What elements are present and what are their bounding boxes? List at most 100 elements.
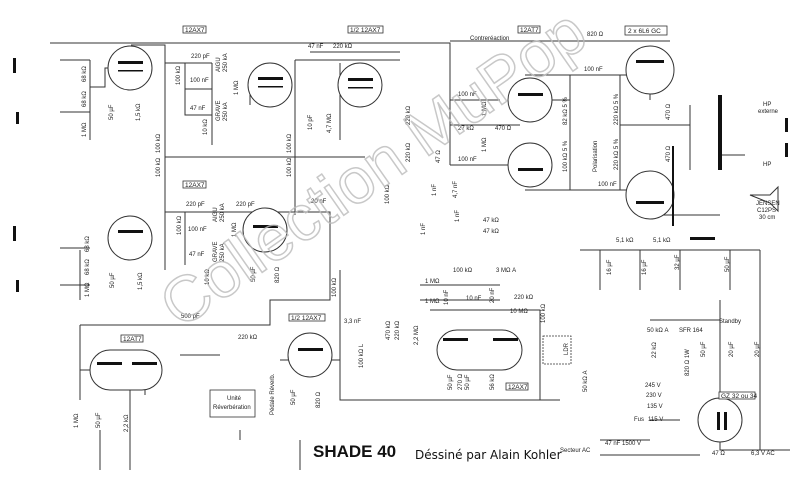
label: 30 cm (759, 215, 775, 221)
label: 1 MΩ (482, 101, 488, 116)
tube-v4a (507, 77, 553, 123)
label: 220 kΩ (406, 105, 412, 125)
label: 10 nF (444, 289, 450, 305)
tube-12ax7-tremolo (436, 329, 523, 371)
label: 1 nF (455, 210, 461, 222)
label: 4,7 MΩ (327, 113, 333, 133)
label: 1 MΩ (74, 413, 80, 428)
label: 50 kΩ A (583, 371, 589, 393)
label: 56 kΩ (490, 374, 496, 390)
label: HP (763, 102, 771, 108)
schematic-author: Déssiné par Alain Kohler (415, 448, 562, 462)
tube-label: 1/2 12AX7 (291, 315, 322, 322)
label: 1,5 kΩ (138, 272, 144, 290)
label: 100 kΩ (156, 133, 162, 153)
label: 1 MΩ (232, 222, 238, 237)
label: 220 kΩ (333, 44, 353, 50)
tube-6l6-bottom (625, 170, 675, 220)
label: Polarisation (593, 141, 599, 172)
label: LDR (564, 342, 570, 355)
label: 100 nF (458, 92, 477, 98)
label: Fus (634, 417, 644, 423)
label: 10 nF (466, 296, 482, 302)
label: 230 V (646, 393, 662, 399)
label: GRAVE (213, 241, 219, 262)
label: AIGU (216, 57, 222, 72)
schematic-title: SHADE 40 (313, 442, 396, 461)
label: 250 kA (220, 203, 226, 222)
input-jack-2[interactable] (16, 112, 19, 124)
label: 50 µF (96, 412, 102, 428)
reverb-unit-label: Unité (227, 396, 242, 402)
input-jack-3[interactable] (13, 226, 16, 241)
label: 47 nF (189, 252, 205, 258)
standby-switch-label: Standby (719, 319, 741, 325)
label: JENSEN (756, 201, 780, 207)
tube-v4b (507, 142, 553, 188)
label: 100 nF (598, 182, 617, 188)
label: 3,3 nF (344, 319, 361, 325)
label: 100 kΩ (287, 157, 293, 177)
tube-labels: 12AX7 12AX7 1/2 12AX7 12AT7 2 x 6L6 GC 1… (120, 25, 758, 400)
tube-label: 12AX7 (185, 182, 205, 189)
label: 470 Ω (666, 145, 672, 162)
tube-label: 1/2 12AX7 (350, 27, 381, 34)
label: externe (758, 109, 779, 115)
label: 100 kΩ (385, 184, 391, 204)
label: AIGU (213, 207, 219, 222)
component-labels: Contreréaction 820 Ω HP externe HP JENSE… (74, 32, 780, 457)
label: 22 kΩ (652, 342, 658, 358)
input-jack-4[interactable] (16, 280, 19, 292)
input-jacks[interactable] (13, 58, 788, 292)
label: 470 Ω (495, 126, 512, 132)
hp-ext-jack-2[interactable] (785, 143, 788, 157)
reverb-unit-label: Réverbération (213, 405, 251, 411)
label: 1 MΩ (85, 282, 91, 297)
tube-symbols (89, 45, 779, 443)
hp-ext-jack-1[interactable] (785, 118, 788, 132)
label: 1,5 kΩ (136, 103, 142, 121)
label: 500 pF (181, 314, 200, 320)
label: 32 µF (675, 254, 681, 270)
label: 16 µF (607, 259, 613, 275)
label: 100 kΩ (332, 277, 338, 297)
tube-label: 12AX7 (185, 27, 205, 34)
label: 47 Ω (712, 451, 725, 457)
label: 220 kΩ 5 % (614, 138, 620, 170)
label: 4,7 nF (453, 181, 459, 198)
ldr-box (542, 335, 572, 365)
label: SFR 164 (679, 328, 703, 334)
label: 20 µF (755, 341, 761, 357)
label: 220 pF (186, 202, 205, 208)
tube-6l6-top (625, 45, 675, 95)
tube-v2-ch2a (107, 215, 153, 261)
label: 10 MΩ (510, 309, 528, 315)
label: 100 nF (190, 78, 209, 84)
label: 100 nF (584, 67, 603, 73)
label: GRAVE (216, 100, 222, 121)
label: 100 kΩ (541, 303, 547, 323)
label: 5,1 kΩ (616, 238, 634, 244)
label: 100 nF (458, 157, 477, 163)
tube-v2-ch2b (242, 207, 288, 253)
label: 1 MΩ (482, 137, 488, 152)
tube-v2a (337, 62, 383, 108)
label: 470 Ω (666, 103, 672, 120)
tube-label: 2 x 6L6 GC (628, 28, 661, 35)
label: 50 kΩ A (647, 328, 669, 334)
label: 820 Ω (275, 266, 281, 283)
label: 68 kΩ (85, 236, 91, 252)
input-jack-1[interactable] (13, 58, 16, 73)
label: 50 µF (110, 272, 116, 288)
label: 1 MΩ (234, 80, 240, 95)
label: 220 pF (236, 202, 255, 208)
label: Contreréaction (470, 36, 509, 42)
reverb-unit-box (209, 389, 256, 418)
label: 1 MΩ (82, 122, 88, 137)
tube-label: 12AT7 (123, 336, 142, 343)
label: 20 nF (311, 199, 327, 205)
label: 1 MΩ (425, 299, 440, 305)
label: 20 µF (729, 341, 735, 357)
label: 220 kΩ 5 % (614, 93, 620, 125)
